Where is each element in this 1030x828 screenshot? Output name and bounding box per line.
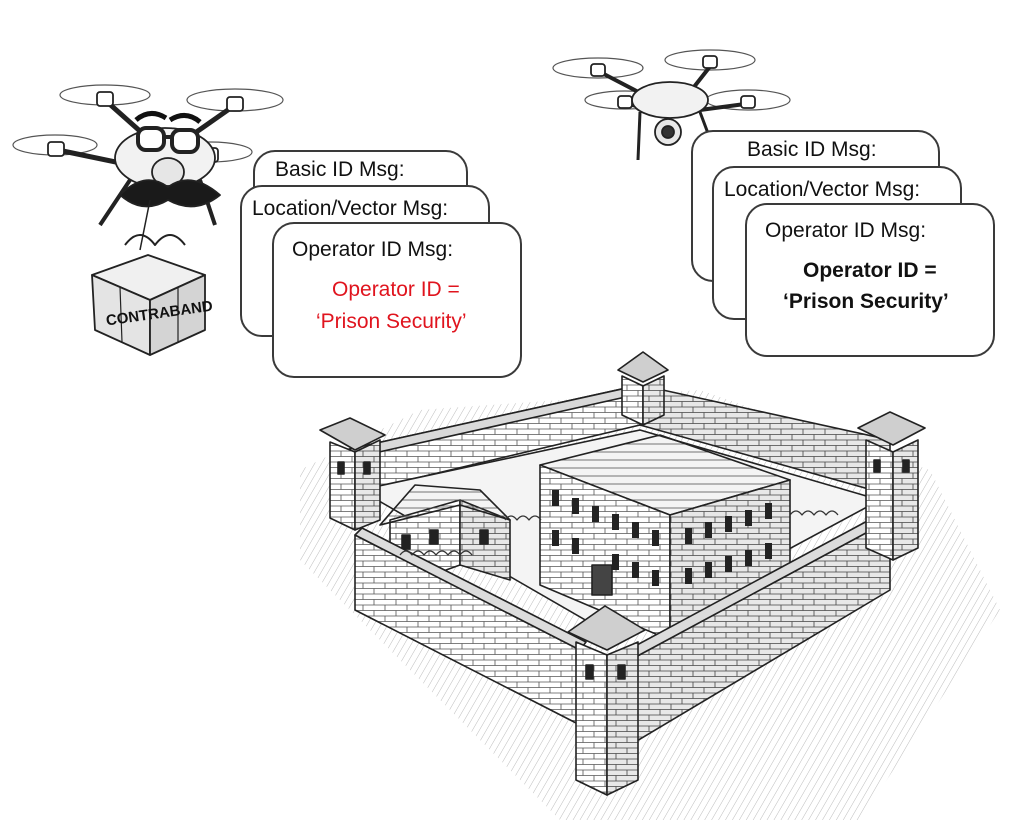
right-operator-id-value-line2: ‘Prison Security’	[783, 290, 949, 313]
security-drone-illustration	[552, 49, 791, 161]
right-basic-id-label: Basic ID Msg:	[747, 138, 877, 161]
left-operator-id-label: Operator ID Msg:	[292, 238, 454, 261]
guard-tower-right	[857, 411, 926, 561]
guard-tower-front	[567, 605, 646, 796]
prison-illustration	[319, 351, 926, 796]
disguised-drone-illustration	[12, 84, 284, 251]
left-operator-id-value-line1: Operator ID =	[332, 278, 460, 301]
guard-tower-left	[319, 417, 386, 531]
right-operator-id-value-line1: Operator ID =	[803, 259, 937, 282]
left-operator-id-card: Operator ID Msg: Operator ID = ‘Prison S…	[272, 222, 522, 378]
right-location-vector-label: Location/Vector Msg:	[724, 178, 921, 201]
left-operator-id-value-line2: ‘Prison Security’	[316, 310, 467, 333]
right-operator-id-card: Operator ID Msg: Operator ID = ‘Prison S…	[745, 203, 995, 357]
left-location-vector-label: Location/Vector Msg:	[252, 197, 449, 220]
contraband-package: CONTRABAND	[91, 254, 214, 356]
left-basic-id-label: Basic ID Msg:	[275, 158, 405, 181]
right-operator-id-label: Operator ID Msg:	[765, 219, 927, 242]
guard-tower-back	[617, 351, 669, 426]
